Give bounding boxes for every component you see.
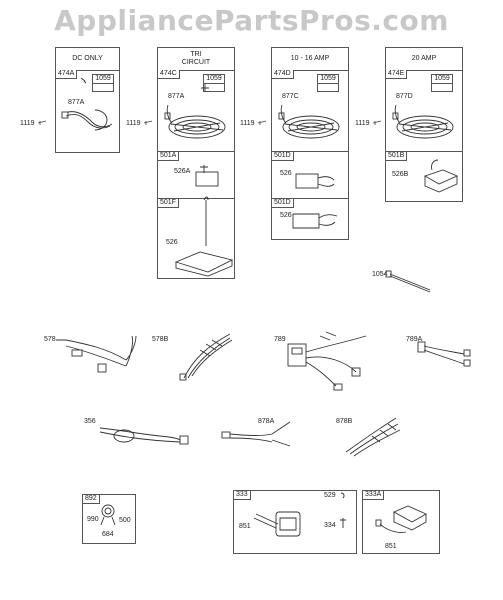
part-tag: 892 [83,495,100,504]
side-label-1119: 1119 [126,120,141,127]
mini-box: 1059 [431,74,453,92]
part-label-1054: 1054 [372,271,388,278]
mini-box: 1059 [92,74,114,92]
part-label-356: 356 [84,418,96,425]
panel-10-16-amp: 10 - 16 AMP 474D 1059 877C 501D 526 501D… [271,47,349,240]
part-label-529: 529 [324,492,336,499]
part-tag: 501A [158,152,180,161]
stator-subbox: 474C 1059 877A [158,70,234,152]
rectifier-subbox: 501A 526A [158,152,234,199]
part-tag: 474A [56,70,78,79]
part-label-851: 851 [239,523,251,530]
part-label-789A: 789A [406,336,423,343]
side-label-1119: 1119 [240,120,255,127]
rect-part-label: 526 [280,212,292,219]
stator-subbox: 474D 1059 877C [272,70,348,152]
mini-box: 1059 [203,74,225,92]
rect-part-label: 526 [280,170,292,177]
rect-part-label: 526 [166,239,178,246]
part-label-334: 334 [324,522,336,529]
part-tag: 333A [363,491,385,500]
part-tag: 501D [272,199,294,208]
lead-label: 877C [282,93,299,100]
part-tag: 501F [158,199,179,208]
side-label-1119: 1119 [20,120,35,127]
part-tag: 474C [158,70,180,79]
part-label-684: 684 [102,531,114,538]
panel-title: DC ONLY [56,48,119,71]
part-label-990: 990 [87,516,99,523]
watermark: AppliancePartsPros.com [54,4,449,37]
coil-assembly-box-b: 333A 851 [362,490,440,554]
rectifier-subbox: 501F 526 [158,199,234,278]
panel-dc-only: DC ONLY 474A 1059 877A [55,47,120,153]
part-tag: 501B [386,152,408,161]
stator-subbox: 474E 1059 877D [386,70,462,152]
panel-title: 10 - 16 AMP [272,48,348,71]
part-label-500: 500 [119,517,131,524]
lead-label: 877A [68,99,85,106]
part-tag: 474D [272,70,294,79]
rectifier-subbox: 501D 526 [272,199,348,239]
part-tag: 474E [386,70,408,79]
panel-title: 20 AMP [386,48,462,71]
lead-label: 877D [396,93,413,100]
part-label-878B: 878B [336,418,353,425]
part-tag: 333 [234,491,251,500]
mini-box: 1059 [317,74,339,92]
coil-assembly-box: 333 851 [233,490,357,554]
part-label-578B: 578B [152,336,169,343]
part-tag: 501D [272,152,294,161]
part-label-789: 789 [274,336,286,343]
part-label-878A: 878A [258,418,275,425]
part-label-851: 851 [385,543,397,550]
switch-assembly-box: 892 990 500 684 [82,494,136,544]
rectifier-subbox: 501D 526 [272,152,348,199]
part-label-578: 578 [44,336,56,343]
rect-part-label: 526B [392,171,409,178]
side-label-1119: 1119 [355,120,370,127]
rectifier-subbox: 501B 526B [386,152,462,201]
lead-label: 877A [168,93,185,100]
stator-subbox: 474A 1059 877A [56,70,119,152]
rect-part-label: 526A [174,168,191,175]
